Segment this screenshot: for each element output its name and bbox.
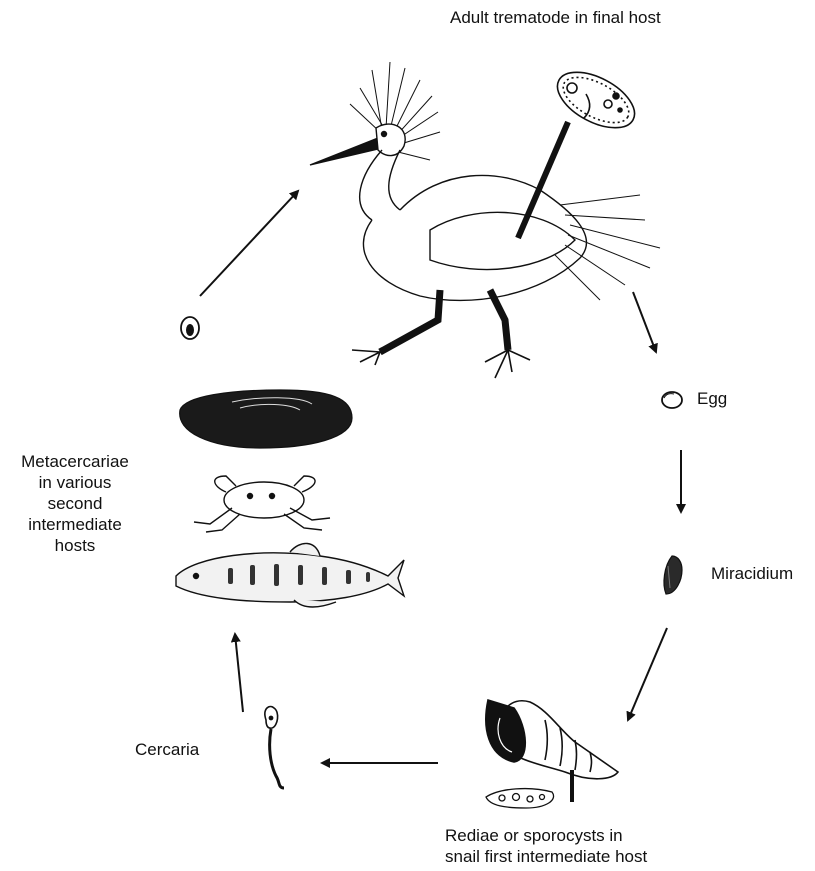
fish-icon: [176, 543, 404, 607]
label-egg: Egg: [697, 389, 727, 409]
arrow-host-to-egg: [633, 292, 656, 352]
miracidium-icon: [664, 556, 682, 594]
egg-icon: [662, 392, 682, 408]
label-miracidium: Miracidium: [711, 564, 793, 584]
label-adult-trematode: Adult trematode in final host: [450, 8, 661, 28]
arrow-cyst-to-host: [200, 191, 298, 296]
mussel-icon: [180, 390, 352, 448]
arrow-cercaria-to-hosts: [235, 634, 243, 712]
label-metacercariae-line4: intermediate: [0, 515, 150, 535]
metacercaria-cyst-icon: [181, 317, 199, 339]
label-metacercariae-line3: second: [0, 494, 150, 514]
cercaria-icon: [265, 707, 284, 789]
snail-icon: [486, 700, 618, 802]
label-rediae-line2: snail first intermediate host: [445, 847, 647, 867]
label-metacercariae-line1: Metacercariae: [0, 452, 150, 472]
label-cercaria: Cercaria: [135, 740, 199, 760]
label-metacercariae-line5: hosts: [0, 536, 150, 556]
arrow-miracidium-to-snail: [628, 628, 667, 720]
crab-icon: [194, 476, 330, 532]
label-metacercariae-line2: in various: [0, 473, 150, 493]
sporocyst-icon: [486, 789, 554, 808]
label-rediae-line1: Rediae or sporocysts in: [445, 826, 623, 846]
